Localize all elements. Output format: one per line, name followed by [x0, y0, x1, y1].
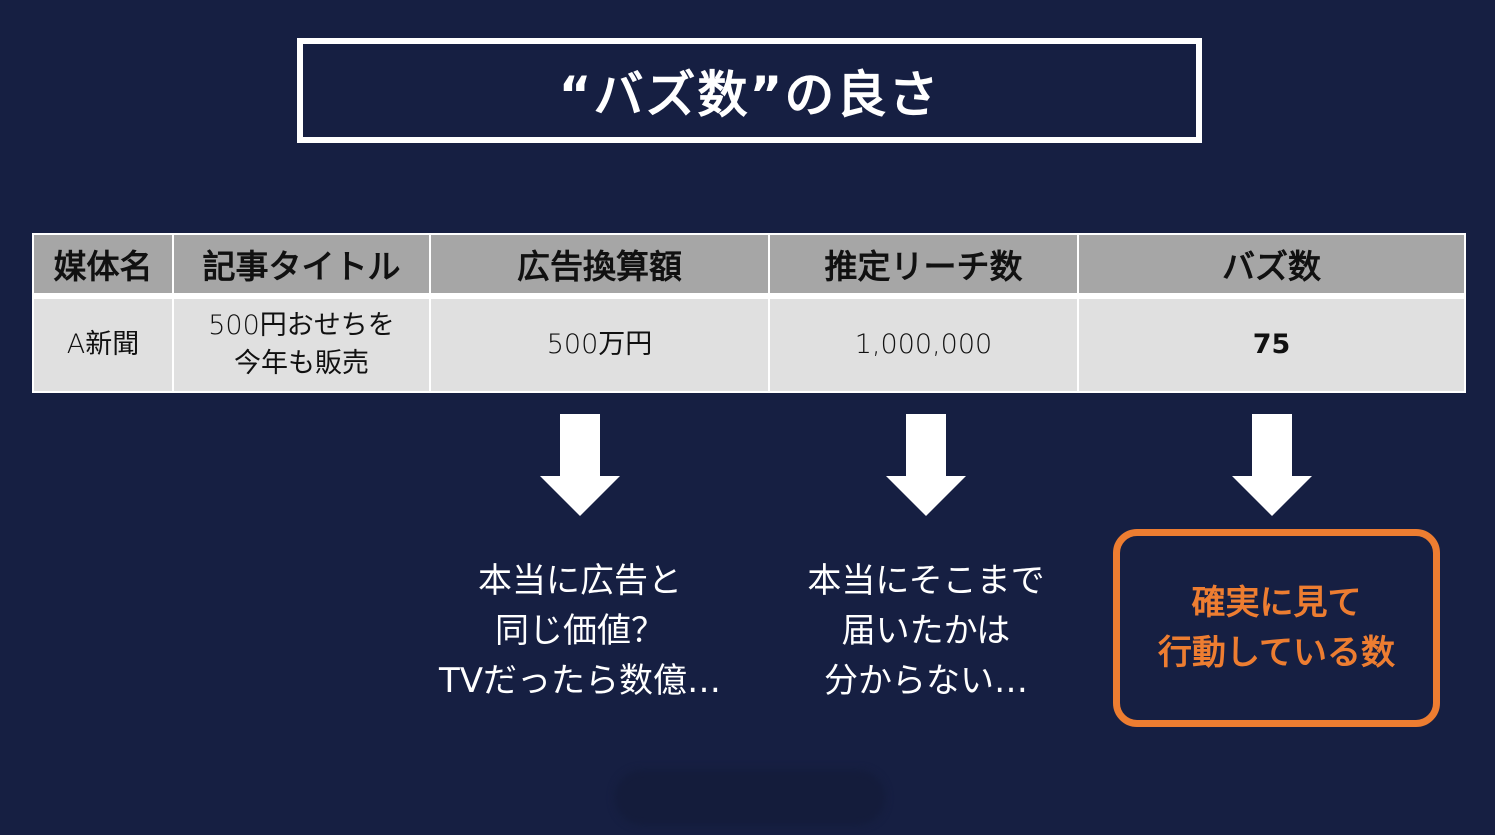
article-line: 今年も販売: [234, 348, 369, 379]
blurred-overlay: [615, 770, 885, 825]
article-line: 500円おせちを: [208, 310, 395, 341]
note-line: 行動している数: [1158, 633, 1395, 673]
down-arrow-icon: [1232, 414, 1312, 516]
title-box: “バズ数”の良さ: [297, 38, 1202, 143]
cell-buzz: 75: [1077, 293, 1466, 393]
cell-ad-value: 500万円: [429, 293, 770, 393]
down-arrow-icon: [540, 414, 620, 516]
header-media: 媒体名: [32, 233, 174, 297]
table-row: A新聞 500円おせちを今年も販売 500万円 1,000,000 75: [32, 293, 1466, 393]
cell-reach: 1,000,000: [768, 293, 1079, 393]
down-arrow-icon: [886, 414, 966, 516]
buzz-highlight-box: 確実に見て 行動している数: [1113, 529, 1440, 727]
header-reach: 推定リーチ数: [768, 233, 1079, 297]
header-article: 記事タイトル: [172, 233, 431, 297]
comparison-table: 媒体名 記事タイトル 広告換算額 推定リーチ数 バズ数 A新聞 500円おせちを…: [32, 233, 1466, 393]
note-line: TVだったら数億…: [438, 661, 722, 701]
ad-value-note: 本当に広告と 同じ価値？ TVだったら数億…: [400, 556, 760, 706]
table-header-row: 媒体名 記事タイトル 広告換算額 推定リーチ数 バズ数: [32, 233, 1466, 297]
note-line: 本当に広告と: [478, 561, 682, 601]
cell-article: 500円おせちを今年も販売: [172, 293, 431, 393]
note-line: 届いたかは: [841, 611, 1011, 651]
note-line: 同じ価値？: [495, 611, 665, 651]
header-ad-value: 広告換算額: [429, 233, 770, 297]
note-line: 確実に見て: [1191, 583, 1362, 623]
note-line: 分からない…: [824, 661, 1028, 701]
header-buzz: バズ数: [1077, 233, 1466, 297]
slide-title: “バズ数”の良さ: [558, 65, 941, 124]
reach-note: 本当にそこまで 届いたかは 分からない…: [746, 556, 1106, 706]
note-line: 本当にそこまで: [807, 561, 1045, 601]
cell-media: A新聞: [32, 293, 174, 393]
